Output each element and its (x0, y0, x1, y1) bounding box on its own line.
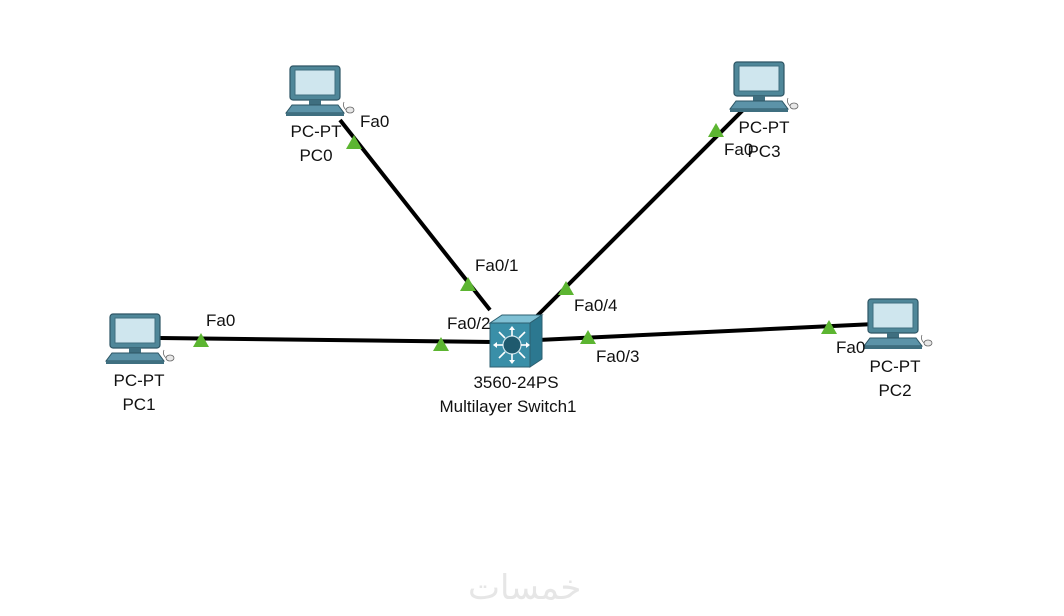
pc2-port-label: Fa0 (836, 338, 866, 357)
pc2-model-label: PC-PT (869, 357, 921, 376)
switch-port-fa0-2-label: Fa0/2 (447, 314, 491, 333)
pc0-icon[interactable] (285, 65, 355, 117)
link-pc1-switch[interactable] (159, 336, 494, 344)
pc3-icon[interactable] (729, 61, 799, 113)
link-pc2-switch[interactable] (537, 322, 876, 342)
switch-port-fa0-4-label: Fa0/4 (574, 296, 618, 315)
pc1-model-label: PC-PT (113, 371, 165, 390)
pc3-port-label: Fa0 (724, 140, 754, 159)
pc2-icon[interactable] (863, 298, 933, 350)
pc1-port-label: Fa0 (206, 311, 236, 330)
multilayer-switch-icon[interactable] (488, 314, 544, 368)
watermark-logo: خمسات (468, 568, 582, 608)
pc2-name-label: PC2 (878, 381, 912, 400)
pc3-name-label: PC3 (747, 142, 781, 161)
switch-model-label: 3560-24PS (473, 373, 559, 392)
switch-port-fa0-3-label: Fa0/3 (596, 347, 640, 366)
pc1-name-label: PC1 (122, 395, 156, 414)
pc0-model-label: PC-PT (290, 122, 342, 141)
port-indicator-switch-fa0-2 (433, 337, 449, 351)
link-pc0-switch[interactable] (338, 118, 492, 312)
pc0-port-label: Fa0 (360, 112, 390, 131)
switch-port-fa0-1-label: Fa0/1 (475, 256, 519, 275)
link-pc3-switch[interactable] (533, 101, 752, 320)
switch-name-label: Multilayer Switch1 (439, 397, 577, 416)
port-indicator-switch-fa0-1 (460, 277, 476, 291)
pc3-model-label: PC-PT (738, 118, 790, 137)
pc0-name-label: PC0 (299, 146, 333, 165)
